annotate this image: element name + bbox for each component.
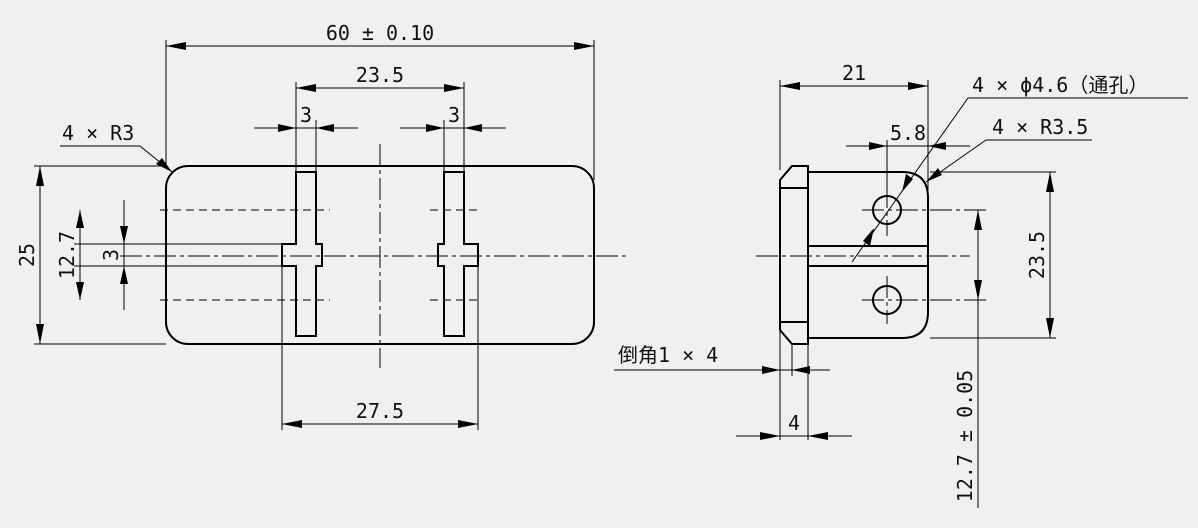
dimension-arrow [1046,318,1054,338]
dim-hole-center-height: 12.7 ± 0.05 [953,370,977,502]
dim-tab-span: 27.5 [356,399,404,423]
dimension-arrow [780,82,800,90]
dimension-arrow [36,166,44,186]
dim-slot-spacing: 23.5 [356,63,404,87]
leader-arrow [902,174,913,192]
dimension-arrow [464,124,482,132]
dimension-arrow [1046,172,1054,192]
dimension-arrow [426,124,444,132]
leader-arrow [156,158,172,172]
dim-tab-height: 3 [99,249,123,261]
dimension-arrow [120,226,128,244]
dimension-arrow [908,82,928,90]
flange-outline [779,165,809,345]
hole-diameter-label: 4 × ϕ4.6（通孔） [972,73,1148,97]
dim-right-slot-width: 3 [448,103,460,127]
dimension-arrow [316,124,334,132]
left-slot-outline [281,171,323,337]
dimension-arrow [928,142,946,150]
dim-hole-spacing: 23.5 [1025,231,1049,279]
dimension-arrow [76,210,84,228]
dimension-arrow [760,432,780,440]
dimension-arrow [444,84,464,92]
side-view: 21 4 × ϕ4.6（通孔） 5.8 4 × R3.5 23.5 12.7 ±… [614,61,1188,508]
dim-left-slot-width: 3 [300,103,312,127]
dimension-arrow [296,84,316,92]
dim-overall-height: 25 [15,243,39,267]
dimension-arrow [282,420,302,428]
dimension-arrow [762,366,780,374]
dimension-arrow [808,432,828,440]
dimension-arrow [974,210,982,230]
dimension-arrow [166,42,186,50]
dimension-arrow [36,324,44,344]
dim-flange-thickness: 4 [788,411,800,435]
right-slot-outline [437,171,479,337]
corner-radius-label: 4 × R3 [62,121,134,145]
hole-radius-label: 4 × R3.5 [992,115,1088,139]
dimension-arrow [120,266,128,284]
dimension-arrow [974,280,982,300]
dim-depth: 21 [842,61,866,85]
dim-overall-width: 60 ± 0.10 [326,21,434,45]
dimension-arrow [76,282,84,300]
leader-arrow [863,228,874,246]
front-view: 60 ± 0.10 23.5 3 3 4 × R3 25 12.7 [15,21,628,430]
chamfer-label: 倒角1 × 4 [618,343,718,367]
dimension-arrow [869,142,887,150]
dimension-arrow [574,42,594,50]
side-body-outline [808,171,929,339]
dimension-arrow [792,366,810,374]
dimension-arrow [278,124,296,132]
dim-hole-offset: 5.8 [890,121,926,145]
dim-slot-height: 12.7 [55,231,79,279]
dimension-arrow [458,420,478,428]
